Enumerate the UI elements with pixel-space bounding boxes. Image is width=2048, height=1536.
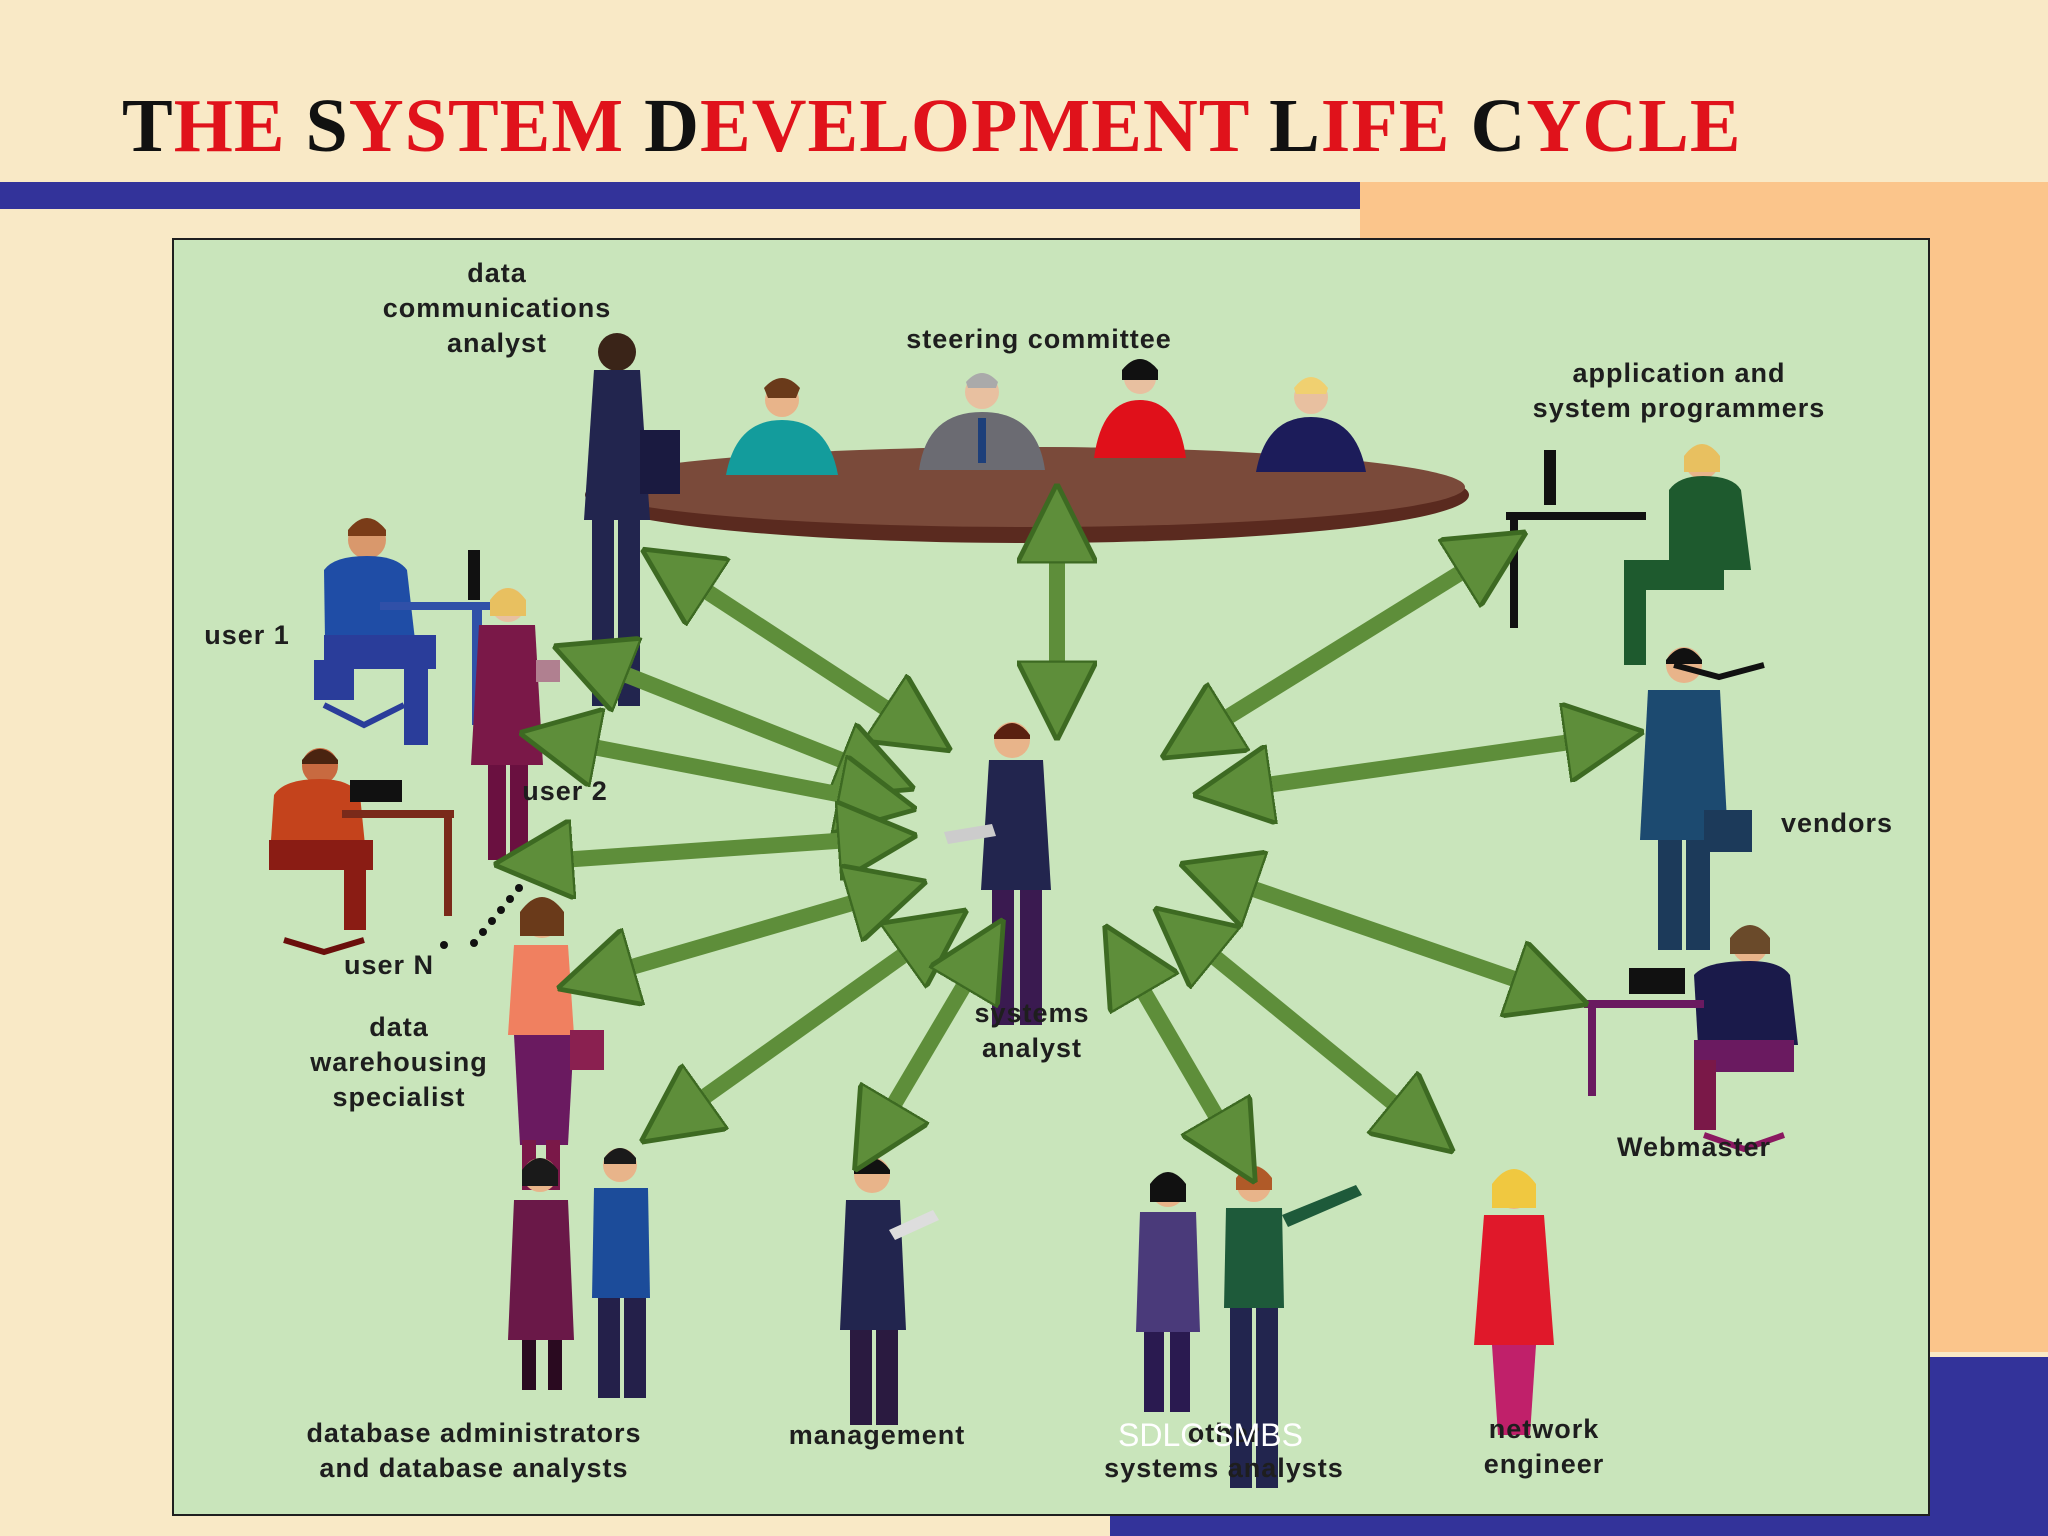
- arrow-userN: [532, 838, 879, 862]
- footer-text: SDLC SMBS: [1118, 1417, 1303, 1453]
- label-management: management: [788, 1420, 966, 1450]
- label-data-comm: data communications analyst: [382, 258, 612, 358]
- database-administrators-icon: [508, 1148, 650, 1398]
- label-userN: user N: [343, 950, 435, 980]
- other-systems-analysts-icon: [1136, 1166, 1362, 1488]
- committee-member-2-icon: [919, 373, 1045, 470]
- arrow-user2: [557, 740, 879, 802]
- label-user1: user 1: [204, 620, 290, 650]
- vendors-icon: [1640, 647, 1752, 950]
- arrow-management: [874, 952, 984, 1138]
- arrow-data-warehousing: [594, 892, 890, 978]
- label-programmers: application and system programmers: [1532, 358, 1826, 423]
- label-other-analysts: other systems analysts: [1104, 1418, 1344, 1483]
- committee-member-4-icon: [1256, 377, 1366, 472]
- label-webmaster: Webmaster: [1616, 1132, 1772, 1162]
- user-n-icon: [269, 748, 454, 956]
- arrow-network: [1184, 932, 1424, 1128]
- label-network: network engineer: [1483, 1414, 1605, 1479]
- committee-member-3-icon: [1094, 359, 1186, 458]
- programmers-icon: [1506, 444, 1765, 681]
- label-steering: steering committee: [906, 324, 1172, 354]
- management-icon: [840, 1157, 939, 1425]
- data-communications-analyst-icon: [584, 333, 680, 706]
- user-1-icon: [314, 518, 490, 745]
- label-vendors: vendors: [1780, 808, 1894, 838]
- committee-member-1-icon: [726, 378, 838, 475]
- label-data-warehousing: data warehousing specialist: [310, 1012, 488, 1112]
- label-center-systems-analyst: systems analyst: [974, 998, 1090, 1063]
- arrow-other-analysts: [1124, 958, 1236, 1150]
- title-underline-bar: [0, 182, 1360, 209]
- webmaster-icon: [1584, 925, 1798, 1153]
- arrow-webmaster: [1216, 876, 1552, 992]
- connection-arrows: [532, 522, 1606, 1150]
- user-2-icon: [471, 588, 560, 860]
- diagram-graphics: [269, 333, 1798, 1488]
- arrow-programmers: [1194, 552, 1494, 738]
- data-warehousing-specialist-icon: [508, 897, 604, 1190]
- label-dba: database administrators and database ana…: [306, 1418, 642, 1483]
- diagram-panel: data communications analyst steering com…: [172, 238, 1930, 1516]
- label-user2: user 2: [522, 776, 608, 806]
- slide-title: THE SYSTEM DEVELOPMENT LIFE CYCLE: [122, 84, 1742, 168]
- network-engineer-icon: [1474, 1169, 1554, 1435]
- arrow-vendors: [1231, 737, 1606, 790]
